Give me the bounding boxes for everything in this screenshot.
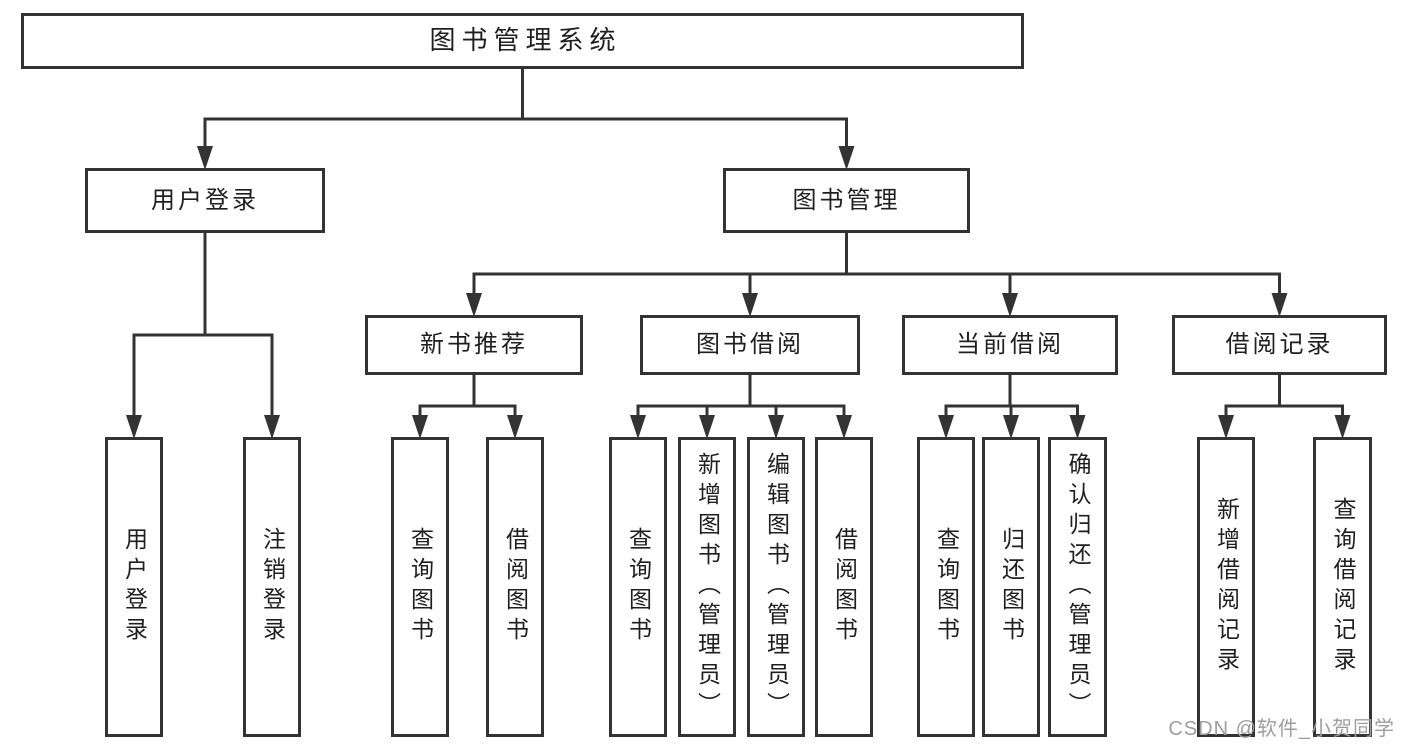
node-cb-return-books: 归还图书	[982, 437, 1040, 737]
arrowhead-icon	[742, 293, 758, 317]
node-current-borrow: 当前借阅	[902, 315, 1118, 375]
node-op-user-login: 用户登录	[105, 437, 163, 737]
arrowhead-icon	[1002, 293, 1018, 317]
node-label-cb-query-books: 查询图书	[933, 527, 960, 647]
node-bb-edit-books-admin: 编辑图书（管理员）	[747, 437, 805, 737]
node-label-current-borrow: 当前借阅	[956, 331, 1064, 359]
arrowhead-icon	[1003, 415, 1019, 439]
arrowhead-icon	[1334, 415, 1351, 439]
node-label-bb-edit-books-admin: 编辑图书（管理员）	[763, 452, 790, 722]
arrowhead-icon	[1218, 415, 1234, 439]
node-label-cb-return-books: 归还图书	[998, 527, 1025, 647]
node-nb-borrow-books: 借阅图书	[486, 437, 544, 737]
arrowhead-icon	[1069, 415, 1086, 439]
node-bb-borrow-books: 借阅图书	[815, 437, 873, 737]
node-op-logout: 注销登录	[243, 437, 301, 737]
arrowhead-icon	[836, 415, 852, 439]
arrowhead-icon	[412, 415, 428, 439]
node-nb-query-books: 查询图书	[391, 437, 449, 737]
node-label-user-login: 用户登录	[151, 186, 259, 214]
arrowhead-icon	[768, 415, 784, 439]
node-user-login: 用户登录	[85, 168, 325, 233]
watermark: CSDN @软件_小贺同学	[1168, 718, 1395, 740]
node-cb-query-books: 查询图书	[917, 437, 975, 737]
arrowhead-icon	[838, 146, 855, 170]
arrowhead-icon	[699, 415, 715, 439]
arrowhead-icon	[466, 293, 482, 317]
node-new-book-recommend: 新书推荐	[365, 315, 583, 375]
node-label-op-logout: 注销登录	[259, 527, 286, 647]
node-br-query-record: 查询借阅记录	[1313, 437, 1372, 737]
node-label-br-add-record: 新增借阅记录	[1213, 497, 1240, 677]
node-label-nb-query-books: 查询图书	[407, 527, 434, 647]
node-borrow-records: 借阅记录	[1172, 315, 1387, 375]
node-label-root: 图书管理系统	[429, 25, 622, 56]
node-label-bb-add-books-admin: 新增图书（管理员）	[694, 452, 721, 722]
node-label-borrow-records: 借阅记录	[1225, 331, 1334, 359]
node-bb-add-books-admin: 新增图书（管理员）	[678, 437, 736, 737]
arrowhead-icon	[938, 415, 954, 439]
arrowhead-icon	[197, 146, 213, 170]
node-br-add-record: 新增借阅记录	[1197, 437, 1255, 737]
node-bb-query-books: 查询图书	[609, 437, 667, 737]
node-label-nb-borrow-books: 借阅图书	[502, 527, 529, 647]
node-label-cb-confirm-return-admin: 确认归还（管理员）	[1065, 452, 1091, 722]
node-cb-confirm-return-admin: 确认归还（管理员）	[1048, 437, 1107, 737]
node-label-br-query-record: 查询借阅记录	[1330, 497, 1356, 677]
node-label-book-borrow: 图书借阅	[696, 331, 804, 359]
arrowhead-icon	[1271, 293, 1288, 317]
node-root: 图书管理系统	[21, 13, 1024, 69]
node-label-bb-query-books: 查询图书	[625, 527, 652, 647]
node-label-bb-borrow-books: 借阅图书	[831, 527, 858, 647]
arrowhead-icon	[507, 415, 523, 439]
node-label-op-user-login: 用户登录	[121, 527, 148, 647]
node-label-book-management: 图书管理	[792, 186, 901, 214]
node-book-management: 图书管理	[723, 168, 970, 233]
node-book-borrow: 图书借阅	[640, 315, 860, 375]
arrowhead-icon	[630, 415, 646, 439]
arrowhead-icon	[126, 415, 142, 439]
node-label-new-book-recommend: 新书推荐	[420, 331, 528, 359]
arrowhead-icon	[264, 415, 280, 439]
